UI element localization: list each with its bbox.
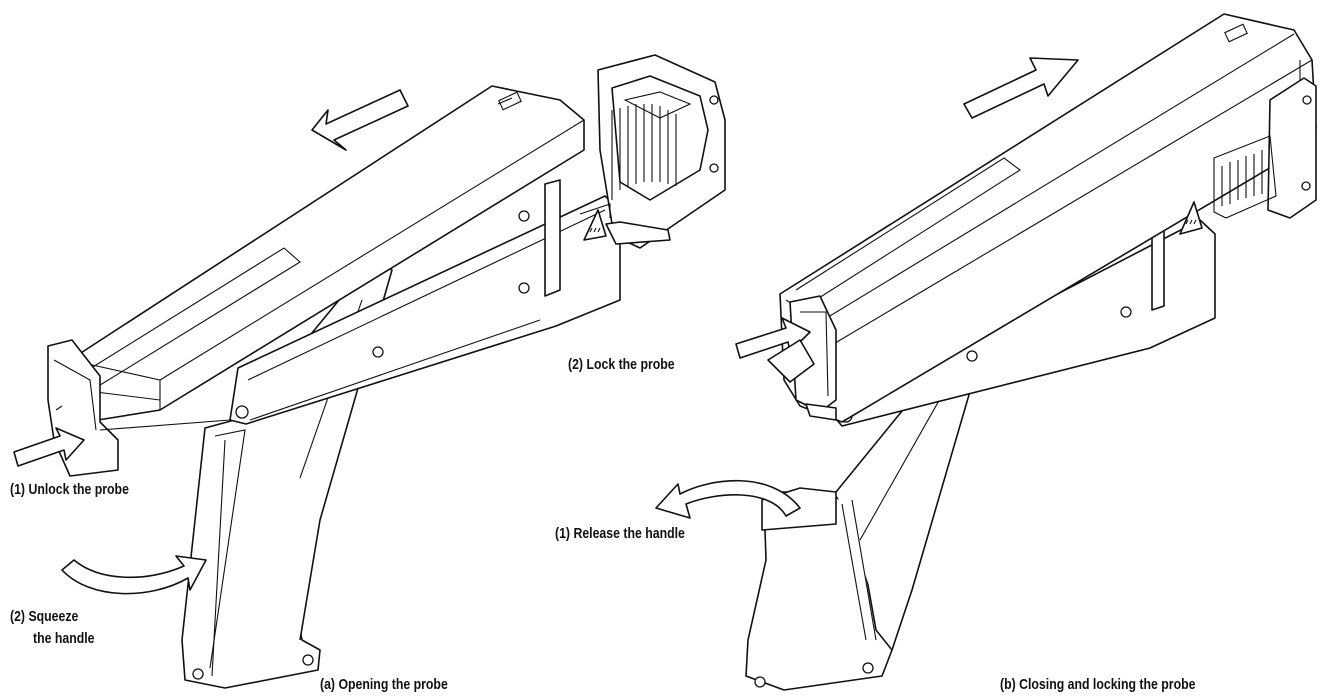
panel-b-step2-label: (2) Lock the probe: [568, 356, 675, 373]
panel-b-probe-drawing: [655, 13, 1317, 691]
panel-a-unlock-arrow-icon: [13, 427, 85, 467]
panel-a-step2-label-line2: the handle: [33, 630, 95, 647]
panel-a-caption: (a) Opening the probe: [320, 676, 448, 693]
panel-b-handle-grip: [745, 329, 986, 691]
panel-a-sensor-head: [579, 54, 726, 249]
panel-a-step1-label: (1) Unlock the probe: [10, 481, 129, 498]
panel-b-caption: (b) Closing and locking the probe: [1000, 676, 1196, 693]
panel-a-hot-surface-warning-icon: [583, 209, 607, 241]
panel-b-slide-right-arrow-icon: [963, 57, 1079, 119]
panel-a-step2-label-line1: (2) Squeeze: [10, 608, 79, 625]
panel-b-step1-label: (1) Release the handle: [555, 525, 685, 542]
panel-b-release-arrow-icon: [655, 479, 801, 519]
panel-b-sensor-head: [1213, 77, 1317, 219]
panel-b-hot-surface-warning-icon: [1179, 201, 1203, 235]
panel-b-lock-arrow-icon: [735, 317, 815, 383]
panel-b-lock-latch: [789, 295, 837, 421]
panel-a-probe-drawing: [13, 54, 726, 689]
panel-a-slide-left-arrow-icon: [311, 89, 409, 151]
panel-a-upper-jaw: [69, 85, 585, 421]
panel-a-squeeze-arrow-icon: [61, 555, 207, 595]
